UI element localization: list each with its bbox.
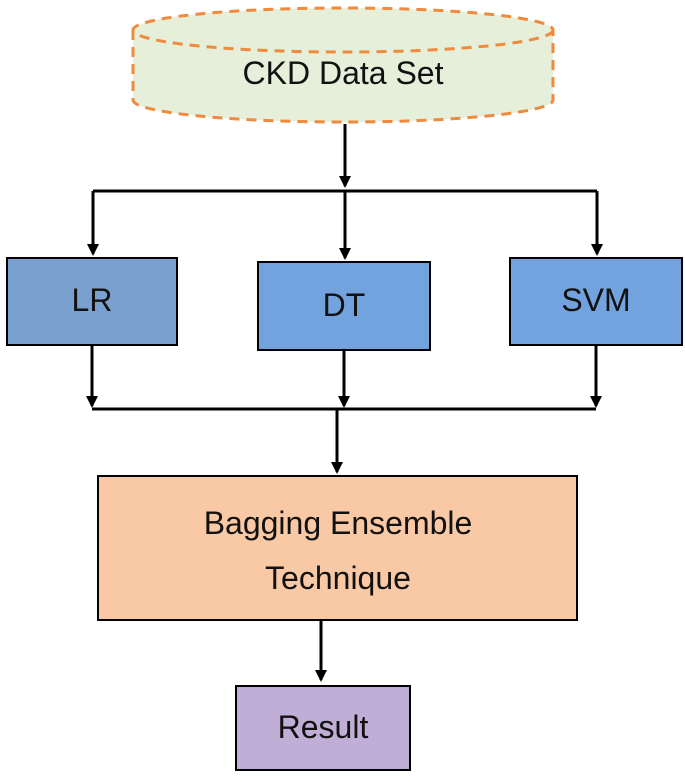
dataset-label: CKD Data Set (243, 55, 444, 91)
bagging-node: Bagging Ensemble Technique (97, 475, 578, 621)
svm-box (509, 257, 683, 346)
dt-node: DT (257, 261, 431, 351)
svm-label: SVM (561, 282, 630, 318)
result-label: Result (278, 709, 369, 745)
lr-node: LR (6, 257, 178, 346)
bagging-box (97, 475, 578, 621)
result-node: Result (235, 685, 411, 771)
bagging-label-line1: Bagging Ensemble (204, 505, 473, 541)
lr-label: LR (72, 282, 113, 318)
dataset-cylinder-body (131, 30, 555, 124)
merge-connectors (86, 345, 602, 474)
dataset-node: CKD Data Set (131, 6, 555, 124)
result-box (235, 685, 411, 771)
dt-box (257, 261, 431, 351)
split-connectors (87, 124, 603, 260)
bagging-label-line2: Technique (265, 560, 411, 596)
dataset-cylinder-top (131, 6, 555, 54)
svm-node: SVM (509, 257, 683, 346)
dt-label: DT (323, 287, 366, 323)
